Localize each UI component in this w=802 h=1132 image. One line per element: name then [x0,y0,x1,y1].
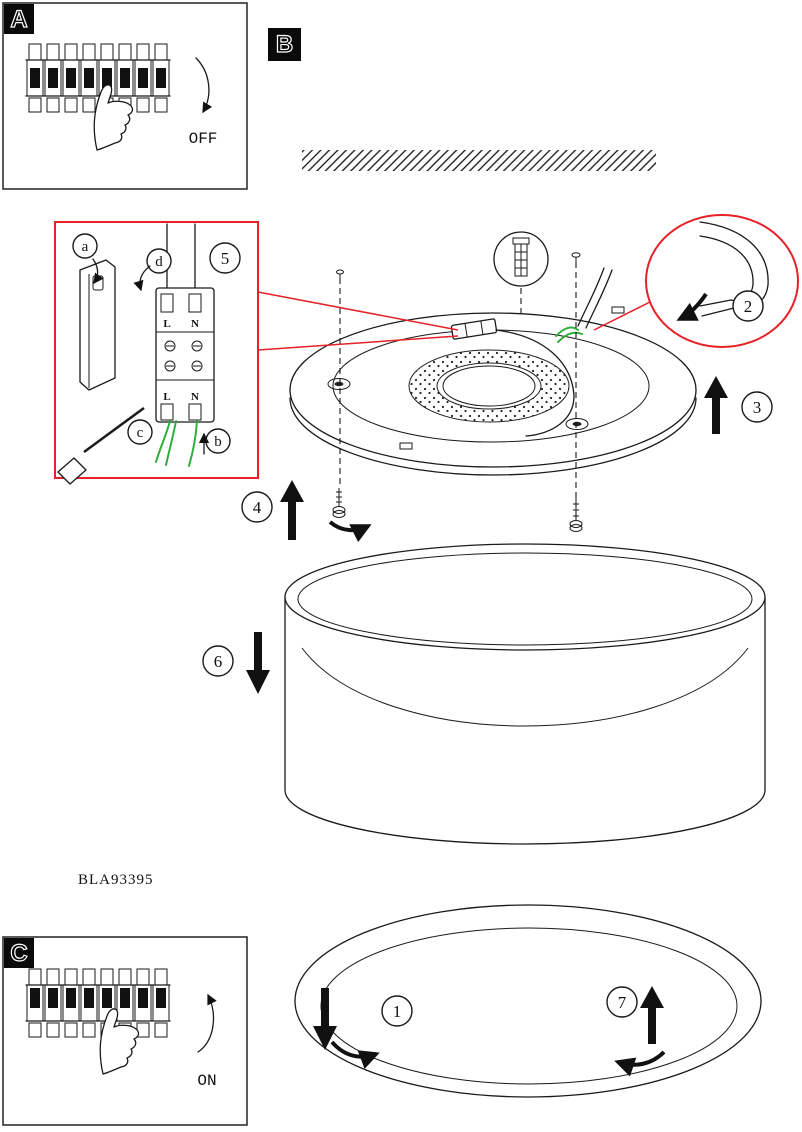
screwdriver [57,406,145,485]
pull-cable-arrow [676,292,708,321]
callout-a-badge [72,233,98,259]
step-4-number: 4 [253,498,262,517]
earth-wires [155,420,198,467]
screw-right [569,498,583,532]
perforated-ring [408,349,570,423]
step-7-turn-arrow [614,1050,666,1077]
step-5-badge [209,242,241,274]
on-label: ON [197,1072,216,1090]
callout-c-badge [127,419,153,445]
step-2-badge [732,290,764,322]
panel-a-badge-letter: A [10,6,27,33]
panel-c-badge [4,938,34,968]
callout-d-letter: d [155,254,163,270]
step-2-number: 2 [744,297,753,316]
mounting-bracket [79,259,116,391]
step-1-down-arrow [313,988,337,1050]
step-1-badge [381,995,413,1027]
plate-terminal-block [450,318,498,340]
callout-a-letter: a [82,239,89,255]
step-3-up-arrow [704,376,728,434]
step-7-up-arrow [640,986,664,1044]
step-badges: 2 3 4 6 1 7 [202,290,773,1027]
terminal-bottom-l-label: L [163,391,170,403]
step-6-badge [202,645,234,677]
terminal-bottom-n-label: N [191,391,199,403]
terminal-top-l-label: L [163,318,170,330]
wire-loop [495,329,575,437]
panel-b-badge [268,28,301,61]
terminal-top-n-label: N [191,318,199,330]
wiring-detail-inset: L N L N a [54,221,259,485]
step-1-turn-arrow [330,1040,380,1069]
breaker-panel-off-inset: A OFF [2,2,248,190]
mounting-plate [289,267,697,476]
leader-line-top [257,291,459,331]
panel-a-badge [4,4,34,34]
pointing-hand [99,1008,140,1075]
step-4-up-arrow [280,480,304,540]
supply-cable [577,267,605,327]
circuit-breakers-on [25,968,171,1038]
callout-d-badge [146,248,172,274]
step-1-number: 1 [393,1002,402,1021]
step-5-number: 5 [221,249,230,268]
step-6-number: 6 [214,652,223,671]
leader-line-cable [593,301,651,331]
panel-c-badge-letter: C [10,940,27,967]
product-code: BLA93395 [78,872,154,888]
ceiling-hatch [302,150,656,171]
screw-left [332,488,346,518]
switch-on-arrow [197,993,217,1053]
step-3-number: 3 [753,398,762,417]
screw-hole-right [565,418,589,430]
step-4-turn-arrow [328,520,372,543]
wall-anchor-detail [493,231,549,316]
lamp-shade-drum [284,543,766,845]
cable-detail-callout [645,214,799,348]
step-3-badge [741,391,773,423]
off-label: OFF [189,130,218,148]
callout-b-letter: b [214,434,222,450]
leader-line-bottom [257,335,459,351]
panel-b-badge-letter: B [276,31,293,58]
switch-off-arrow [195,57,213,114]
step-6-down-arrow [246,632,270,694]
breaker-panel-on-inset: C ON [2,936,248,1126]
screw-hole-left [327,378,351,390]
step-7-badge [606,986,638,1018]
earth-wire-plate [555,326,579,337]
callout-c-letter: c [137,425,144,441]
step-4-badge [241,491,273,523]
step-7-number: 7 [618,993,627,1012]
fixing-screws [332,252,583,532]
callout-d-arrow [133,265,151,292]
center-hole [442,365,536,407]
pointing-hand [93,84,134,151]
terminal-block: L N L N [155,287,215,423]
callout-a-arrow [92,258,104,285]
diffuser-ring [294,904,762,1098]
terminal-screws [164,340,203,372]
